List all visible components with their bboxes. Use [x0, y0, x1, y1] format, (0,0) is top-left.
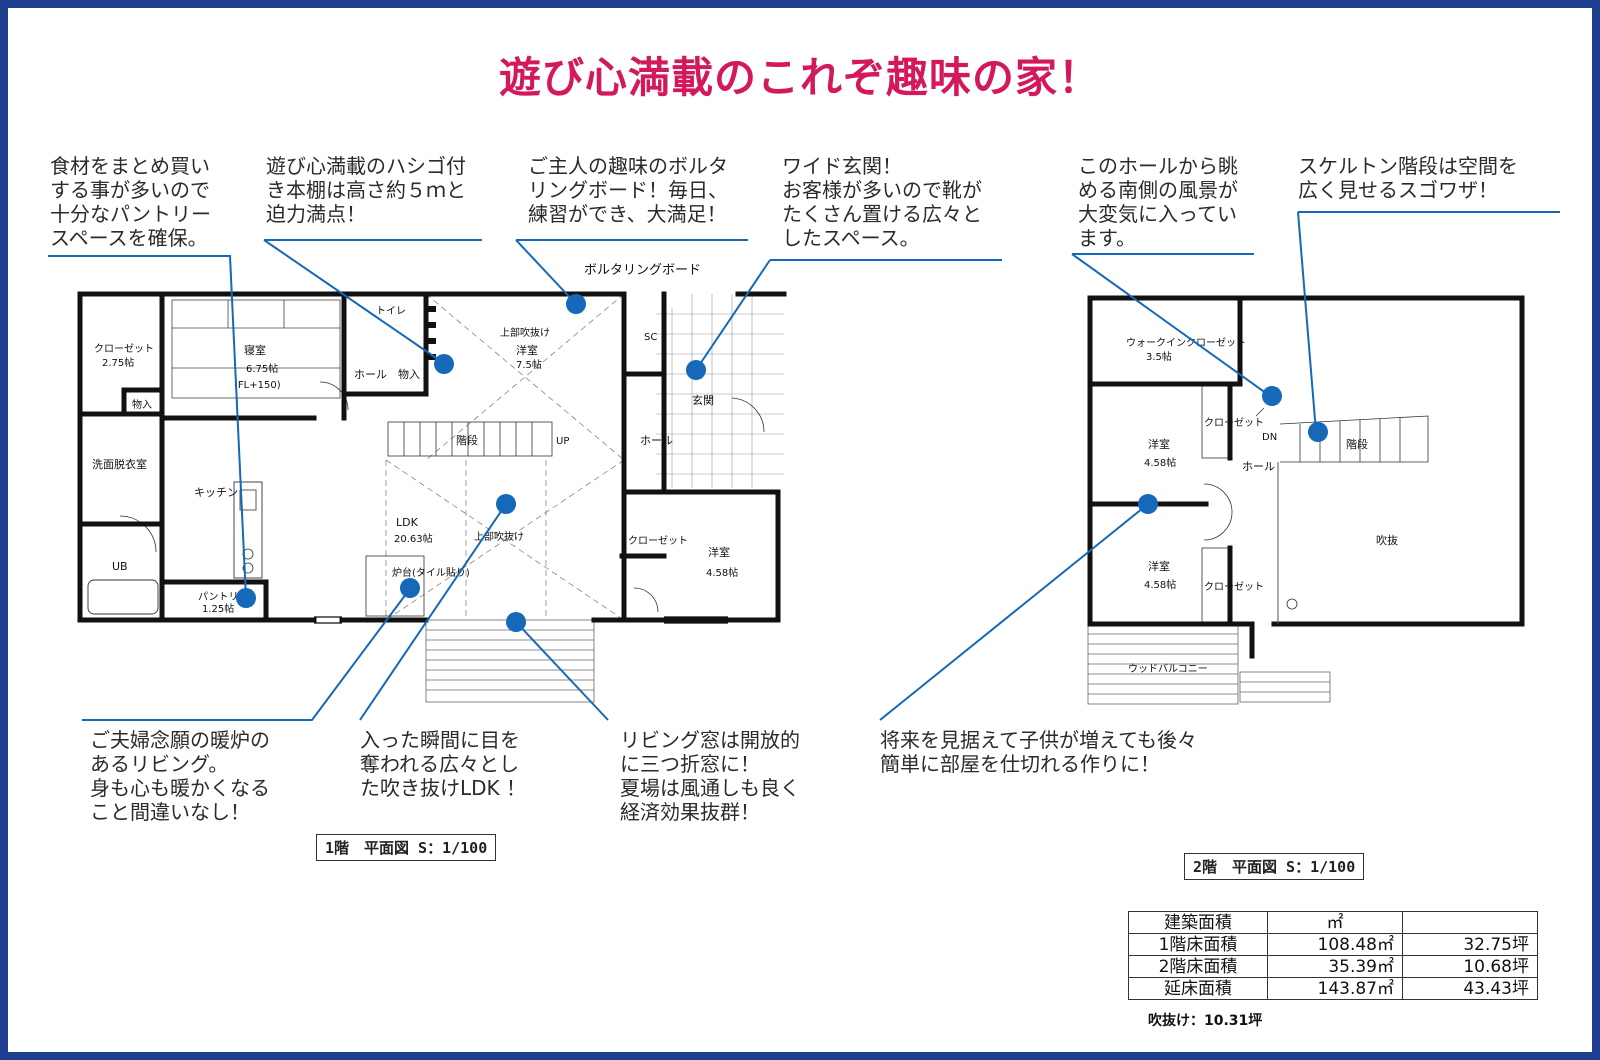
room-bedroom-size: 6.75帖	[246, 362, 278, 375]
boulder-board-label: ボルタリングボード	[584, 263, 701, 278]
room-western-1f-size: 7.5帖	[516, 358, 542, 371]
room-pantry-size: 1.25帖	[202, 602, 234, 615]
floor1-plan	[77, 291, 787, 703]
room-sc: SC	[644, 332, 657, 343]
room-stairs-1f: 階段	[456, 433, 478, 447]
area-table-cell: 建築面積	[1128, 911, 1268, 934]
area-table-cell: 延床面積	[1128, 977, 1268, 1000]
room-void-upper: 上部吹抜け	[500, 326, 550, 339]
room-hall-1f: ホール	[640, 434, 673, 447]
room-closet-2f-a: クローゼット	[1204, 417, 1264, 429]
stairs-up-mark: UP	[556, 436, 569, 447]
room-ldk: LDK	[396, 516, 419, 529]
floor2-room-labels: ウォークインクローゼット 3.5帖 洋室 4.58帖 洋室 4.58帖 クローゼ…	[1126, 337, 1398, 675]
stairs-dn-mark: DN	[1262, 432, 1277, 443]
annotation-window: リビング窓は開放的 に三つ折窓に！ 夏場は風通しも良く 経済効果抜群！	[620, 728, 800, 824]
area-table-cell: 43.43坪	[1402, 977, 1538, 1000]
leader-dots	[236, 294, 1328, 632]
floor-plan-sheet: 遊び心満載のこれぞ趣味の家！ 食材をまとめ買い する事が多いので 十分なパントリ…	[8, 8, 1592, 1052]
room-void-2f: 吹抜	[1376, 533, 1398, 547]
annotation-entrance: ワイド玄関！ お客様が多いので靴が たくさん置ける広々と したスペース。	[782, 154, 982, 250]
area-table-cell	[1402, 911, 1538, 934]
room-closet-1f-size: 2.75帖	[102, 356, 134, 369]
room-wic-size: 3.5帖	[1146, 350, 1172, 363]
room-balcony: ウッドバルコニー	[1128, 663, 1208, 675]
area-table-cell: 143.87㎡	[1267, 977, 1403, 1000]
room-washroom: 洗面脱衣室	[92, 457, 147, 471]
annotation-future: 将来を見据えて子供が増えても後々 簡単に部屋を仕切れる作りに！	[880, 728, 1197, 776]
annotation-bookshelf: 遊び心満載のハシゴ付 き本棚は高さ約５ｍと 迫力満点！	[266, 154, 466, 226]
area-table-cell: 1階床面積	[1128, 933, 1268, 956]
area-table-cell: ㎡	[1267, 911, 1403, 934]
room-pantry: パントリー	[198, 591, 249, 603]
room-western-2f-b-size: 4.58帖	[1144, 578, 1176, 591]
room-ub: UB	[112, 560, 128, 573]
room-hall-2f: ホール	[1242, 460, 1275, 473]
annotation-ldk: 入った瞬間に目を 奪われる広々とし た吹き抜けLDK ！	[360, 728, 527, 800]
room-closet-1f: クローゼット	[94, 343, 154, 355]
annotation-hall-view: このホールから眺 める南側の風景が 大変気に入ってい ます。	[1078, 154, 1238, 250]
area-table-cell: 32.75坪	[1402, 933, 1538, 956]
room-kitchen: キッチン	[194, 486, 238, 499]
room-bedroom: 寝室	[244, 343, 266, 357]
area-table-cell: 108.48㎡	[1267, 933, 1403, 956]
room-western-2f-a: 洋室	[1148, 437, 1170, 451]
area-table-cell: 2階床面積	[1128, 955, 1268, 978]
floor2-scale-label: 2階 平面図 S：1/100	[1184, 853, 1365, 880]
area-table-cell: 10.68坪	[1402, 955, 1538, 978]
room-western-2f-a-size: 4.58帖	[1144, 456, 1176, 469]
room-western-1f-b: 洋室	[708, 545, 730, 559]
annotation-stairs: スケルトン階段は空間を 広く見せるスゴワザ！	[1298, 154, 1518, 202]
room-wic: ウォークインクローゼット	[1126, 337, 1246, 349]
room-hearth: 炉台(タイル貼り)	[392, 566, 470, 579]
leader-lines	[48, 211, 1560, 721]
room-stairs-2f: 階段	[1346, 437, 1368, 451]
room-western-2f-b: 洋室	[1148, 559, 1170, 573]
floor-plans-drawing: クローゼット 2.75帖 寝室 6.75帖 (FL+150) 物入 洗面脱衣室 …	[48, 211, 1560, 721]
annotation-fireplace: ご夫婦念願の暖炉の あるリビング。 身も心も暖かくなる こと間違いなし！	[90, 728, 270, 824]
floor1-room-labels: クローゼット 2.75帖 寝室 6.75帖 (FL+150) 物入 洗面脱衣室 …	[92, 263, 738, 615]
room-toilet: トイレ	[376, 306, 406, 317]
annotation-boulder: ご主人の趣味のボルタ リングボード！毎日、 練習ができ、大満足！	[528, 154, 728, 226]
room-storage-small: 物入	[132, 398, 152, 411]
page-title: 遊び心満載のこれぞ趣味の家！	[498, 53, 1101, 102]
room-western-1f: 洋室	[516, 343, 538, 357]
void-area-note: 吹抜け：10.31坪	[1148, 1013, 1263, 1029]
annotation-pantry: 食材をまとめ買い する事が多いので 十分なパントリー スペースを確保。	[50, 154, 211, 250]
area-table-cell: 35.39㎡	[1267, 955, 1403, 978]
room-ldk-size: 20.63帖	[394, 532, 433, 545]
room-hall-storage: ホール 物入	[354, 367, 420, 381]
room-closet-1f-b: クローゼット	[628, 535, 688, 547]
room-western-1f-b-size: 4.58帖	[706, 566, 738, 579]
room-closet-2f-b: クローゼット	[1204, 581, 1264, 593]
floor1-scale-label: 1階 平面図 S：1/100	[316, 834, 497, 861]
room-genkan: 玄関	[692, 393, 714, 407]
room-bedroom-fl: (FL+150)	[234, 380, 281, 391]
